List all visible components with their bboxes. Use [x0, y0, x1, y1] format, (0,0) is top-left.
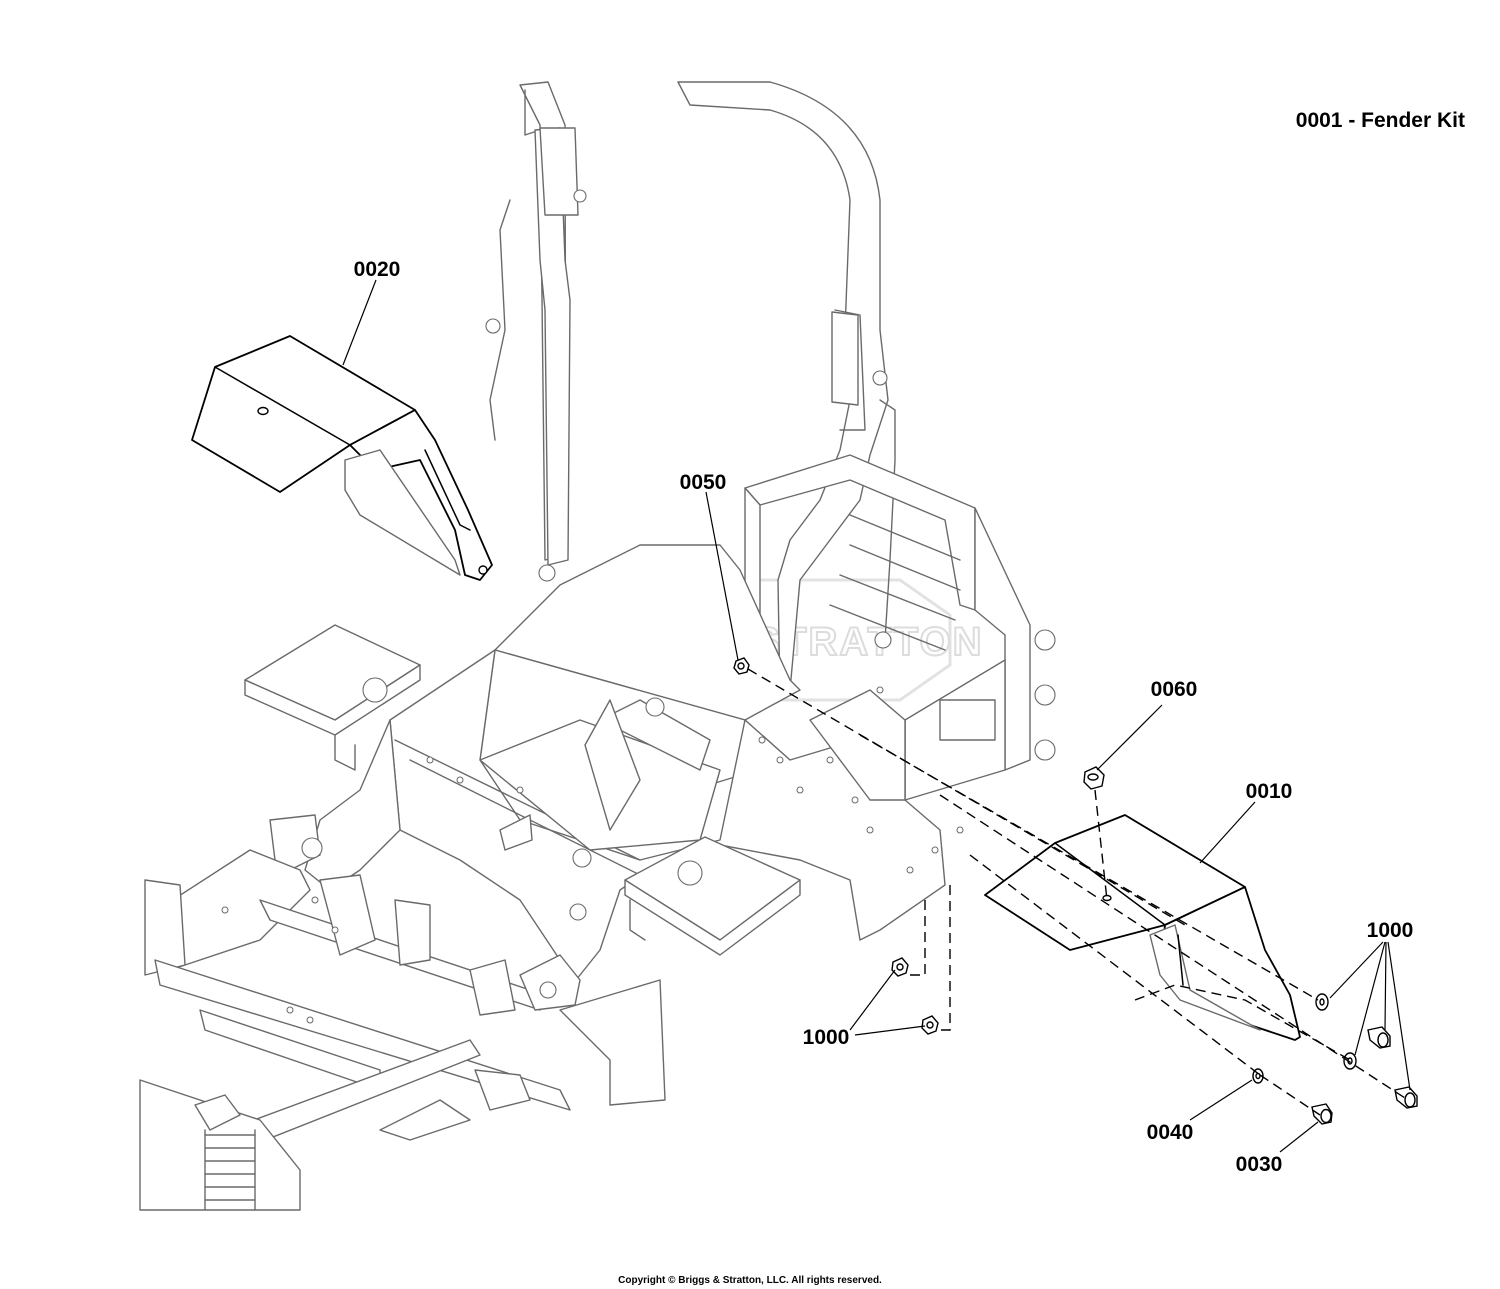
callout-1000-right[interactable]: 1000	[1367, 919, 1414, 942]
part-1000-washer-upper[interactable]	[1315, 993, 1329, 1011]
callout-0060[interactable]: 0060	[1151, 678, 1198, 701]
coil-spring	[194, 1094, 256, 1211]
mower-frame: BRIGGS & STRATTON	[139, 81, 1056, 1211]
part-0050-nut[interactable]	[733, 657, 750, 675]
callout-0050[interactable]: 0050	[680, 471, 727, 494]
callout-0010[interactable]: 0010	[1246, 780, 1293, 803]
part-1000-bolt-lower[interactable]	[1394, 1086, 1418, 1109]
part-1000-washer-lower[interactable]	[1343, 1052, 1357, 1070]
part-0020-left-fender[interactable]	[191, 335, 493, 581]
part-1000-bolt-upper[interactable]	[1367, 1026, 1391, 1049]
part-0040-washer[interactable]	[1252, 1068, 1264, 1084]
assembly-lines	[747, 668, 1406, 1116]
callout-0020[interactable]: 0020	[354, 258, 401, 281]
callout-0030[interactable]: 0030	[1236, 1153, 1283, 1176]
callout-0040[interactable]: 0040	[1147, 1121, 1194, 1144]
part-1000-nut-lower[interactable]	[921, 1015, 939, 1035]
frame-holes	[221, 686, 964, 1024]
copyright-text: Copyright © Briggs & Stratton, LLC. All …	[618, 1275, 882, 1286]
leader-lines	[342, 279, 1411, 1153]
part-0060-nut[interactable]	[1083, 766, 1105, 790]
part-0030-bolt[interactable]	[1311, 1103, 1333, 1125]
diagram-title: 0001 - Fender Kit	[1296, 109, 1465, 132]
callout-1000-left[interactable]: 1000	[803, 1026, 850, 1049]
part-1000-nut-upper[interactable]	[891, 957, 909, 977]
